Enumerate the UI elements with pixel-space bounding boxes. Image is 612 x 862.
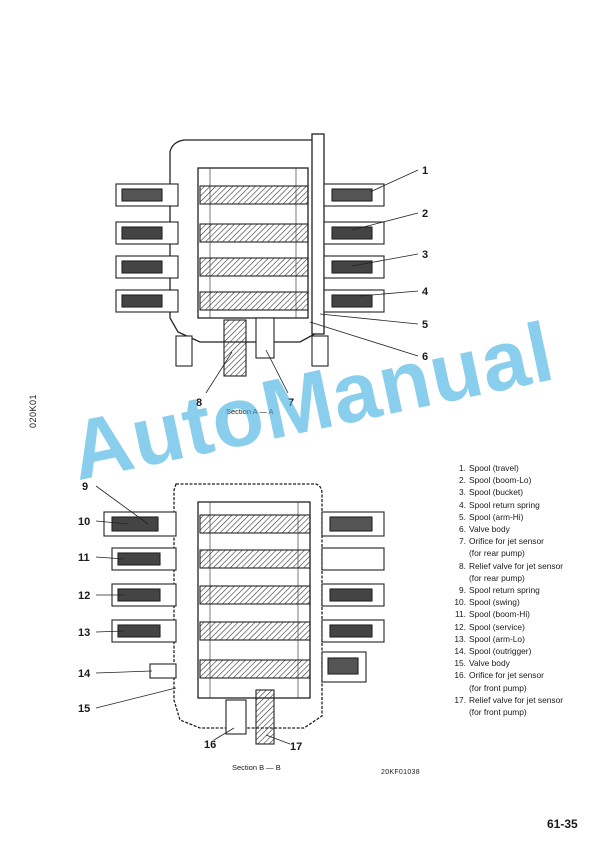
side-code: 020K01 — [28, 393, 38, 428]
legend-number: 9. — [459, 585, 466, 596]
callout-6: 6 — [422, 351, 428, 363]
callout-11: 11 — [78, 552, 90, 564]
legend-text: Orifice for jet sensor — [469, 536, 544, 547]
legend-number: 3. — [459, 487, 466, 498]
legend-text: Spool (boom-Lo) — [469, 475, 532, 486]
drawing-code: 20KF01038 — [381, 769, 420, 776]
legend-text: Spool (travel) — [469, 463, 519, 473]
legend-number: 17. — [454, 694, 466, 705]
legend-number: 12. — [454, 621, 466, 632]
legend-text: Valve body — [469, 524, 510, 535]
legend-item: 4.Spool return spring — [450, 499, 610, 511]
legend-item: 8.Relief valve for jet sensor — [450, 560, 610, 572]
section-b-leaders — [95, 485, 291, 745]
section-b-caption: Section B — B — [232, 763, 281, 772]
legend-subtext: (for front pump) — [469, 682, 527, 693]
section-a-caption: Section A — A — [226, 407, 274, 416]
legend-number: 7. — [459, 536, 466, 547]
section-b-callouts: 9 10 11 12 13 14 15 16 17 — [78, 481, 302, 753]
callout-9: 9 — [82, 481, 88, 493]
legend-number: 4. — [459, 499, 466, 510]
callout-2: 2 — [422, 208, 428, 220]
legend-subtext: (for rear pump) — [469, 548, 525, 559]
legend-text: Spool (service) — [469, 621, 525, 632]
legend-item: 12.Spool (service) — [450, 621, 610, 633]
legend-number: 6. — [459, 524, 466, 535]
legend-text: Spool return spring — [469, 499, 540, 510]
legend-text: Spool (outrigger) — [469, 646, 532, 657]
legend-text: Spool return spring — [469, 585, 540, 596]
section-a-leaders — [205, 169, 419, 394]
legend-item: 14.Spool (outrigger) — [450, 645, 610, 657]
legend-item: 16.Orifice for jet sensor — [450, 669, 610, 681]
legend-number: 16. — [454, 670, 466, 681]
callout-13: 13 — [78, 627, 90, 639]
legend-text: Spool (swing) — [469, 597, 520, 608]
callout-1: 1 — [422, 165, 428, 177]
legend-number: 2. — [459, 475, 466, 486]
callout-10: 10 — [78, 516, 90, 528]
legend-subtext: (for front pump) — [469, 707, 527, 718]
legend-number: 1. — [459, 463, 466, 473]
legend-text: Spool (boom-Hi) — [469, 609, 530, 620]
legend-item: 5.Spool (arm-Hi) — [450, 511, 610, 523]
callout-17: 17 — [290, 741, 302, 753]
parts-legend: 1.Spool (travel)2.Spool (boom-Lo)3.Spool… — [450, 462, 610, 718]
legend-text: Valve body — [469, 658, 510, 669]
legend-text: Spool (arm-Lo) — [469, 633, 525, 644]
legend-text: Relief valve for jet sensor — [469, 694, 564, 705]
callout-12: 12 — [78, 590, 90, 602]
callout-14: 14 — [78, 668, 91, 680]
legend-number: 13. — [454, 633, 466, 644]
legend-text: Relief valve for jet sensor — [469, 560, 564, 571]
callout-15: 15 — [78, 703, 90, 715]
legend-text: Spool (arm-Hi) — [469, 511, 524, 522]
callout-3: 3 — [422, 249, 428, 261]
legend-item: 9.Spool return spring — [450, 584, 610, 596]
callout-7: 7 — [288, 397, 294, 409]
legend-number: 15. — [454, 658, 466, 669]
legend-item: 17.Relief valve for jet sensor — [450, 694, 610, 706]
legend-number: 8. — [459, 560, 466, 571]
legend-item: 11.Spool (boom-Hi) — [450, 608, 610, 620]
legend-item: 6.Valve body — [450, 523, 610, 535]
callout-16: 16 — [204, 739, 216, 751]
legend-text: Orifice for jet sensor — [469, 670, 544, 681]
callout-8: 8 — [196, 397, 202, 409]
callout-5: 5 — [422, 319, 428, 331]
legend-number: 11. — [454, 609, 466, 620]
page-number: 61-35 — [547, 817, 578, 831]
section-b-spools — [103, 511, 385, 745]
legend-item: 2.Spool (boom-Lo) — [450, 474, 610, 486]
legend-item: 7.Orifice for jet sensor — [450, 535, 610, 547]
legend-item: 13.Spool (arm-Lo) — [450, 633, 610, 645]
legend-item: 3.Spool (bucket) — [450, 486, 610, 498]
legend-text: Spool (bucket) — [469, 487, 523, 498]
legend-item: 1.Spool (travel) — [450, 462, 610, 474]
legend-number: 10. — [454, 597, 466, 608]
section-a-callouts: 1 2 3 4 5 6 7 8 — [196, 165, 429, 409]
section-a-spools — [115, 183, 385, 377]
legend-number: 5. — [459, 511, 466, 522]
legend-item: 10.Spool (swing) — [450, 596, 610, 608]
callout-4: 4 — [422, 286, 429, 298]
legend-subtext: (for rear pump) — [469, 572, 525, 583]
legend-item: 15.Valve body — [450, 657, 610, 669]
legend-number: 14. — [454, 646, 466, 657]
